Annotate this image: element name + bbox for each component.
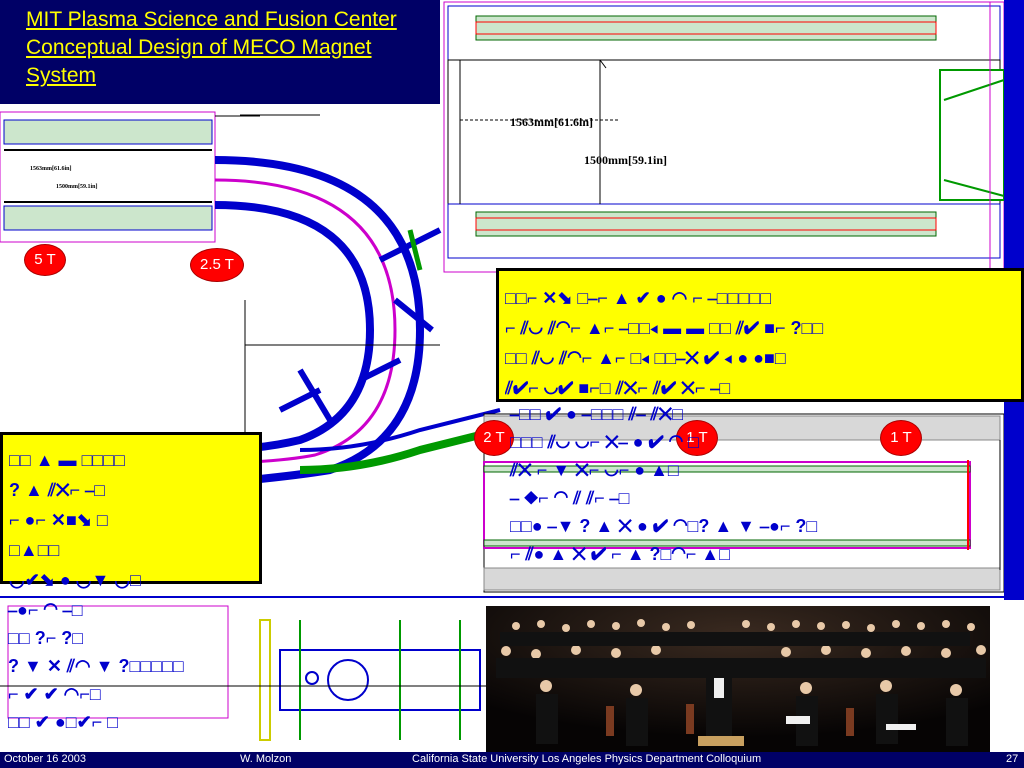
callout-line: □□ ⫽◡ ⫽◠⌐ ▲⌐ □◂ □□⎯✕ ✔ ◂ ● ●■□: [505, 348, 786, 368]
small-inner-diameter-label: 1500mm[59.1in]: [56, 184, 98, 190]
callout-line: ⌐ ⫽● ▲ ✕ ✔ ⌐ ▲ ?□◠⌐ ▲□: [510, 544, 730, 564]
callout-line: □□ ?⌐ ?□: [8, 628, 84, 648]
callout-line: ? ▼ ✕ ⫽◠ ▼ ?□□□□□: [8, 656, 184, 676]
callout-line: ? ▲ ⫽✕⌐ ⎯□: [9, 480, 105, 500]
footer-date: October 16 2003: [4, 753, 86, 765]
outer-diameter-label: 1563mm[61.6in]: [510, 115, 593, 129]
callout-line: □□● ⎯▼ ? ▲ ✕ ● ✔ ◠□? ▲ ▼ ⎯●⌐ ?□: [510, 516, 818, 536]
callout-line: □□ ✔ ●□✔⌐ □: [8, 712, 119, 732]
field-label-5t: 5 T: [24, 244, 66, 276]
field-label-1t-mid: 1 T: [676, 420, 718, 456]
footer-page-number: 27: [1006, 753, 1019, 765]
footer-venue: California State University Los Angeles …: [412, 753, 762, 765]
inner-diameter-label: 1500mm[59.1in]: [584, 153, 667, 167]
title-panel: [0, 0, 440, 104]
field-label-2t: 2 T: [474, 420, 514, 456]
slide-title: MIT Plasma Science and Fusion Center Con…: [26, 8, 397, 87]
callout-line: □□ ▲ ▬ □□□□: [9, 450, 126, 470]
field-label-2-5t: 2.5 T: [190, 248, 244, 282]
callout-line: ⌐ ⫽◡ ⫽◠⌐ ▲⌐ ⎯□□◂ ▬ ▬ □□ ⫽✔ ■⌐ ?□□: [505, 318, 824, 338]
callout-line: ⌐ ●⌐ ✕■⬊ □: [9, 510, 108, 530]
callout-line: ⫽✔⌐ ◡✔ ■⌐□ ⫽✕⌐ ⫽✔ ✕⌐ ⎯□: [505, 378, 731, 398]
callout-line: ⎯●⌐ ◠ ⎯□: [8, 600, 83, 620]
callout-box-top-right: □□⌐ ✕⬊ □⎯⌐ ▲ ✔ ● ◠ ⌐ ⎯□□□□□ ⌐ ⫽◡ ⫽◠⌐ ▲⌐ …: [496, 268, 1024, 402]
callout-line: ⎯ ◆⌐ ◠ ⫽ ⫽⌐ ⎯□: [510, 488, 630, 508]
callout-box-left: □□ ▲ ▬ □□□□ ? ▲ ⫽✕⌐ ⎯□ ⌐ ●⌐ ✕■⬊ □ □▲□□ ◡…: [0, 432, 262, 590]
orchestra-photo: [486, 606, 990, 752]
callout-line: ⫽✕ ⌐ ▼ ✕⌐ ◡⌐ ● ▲□: [510, 460, 679, 480]
callout-text-left-below: ⎯●⌐ ◠ ⎯□ □□ ?⌐ ?□ ? ▼ ✕ ⫽◠ ▼ ?□□□□□ ⌐ ✔ …: [8, 596, 278, 736]
callout-line: ⎯□□ ✔ ● ⎯□□□ ⫽⎯ ⫽✕□: [510, 404, 684, 424]
field-label-1t-end: 1 T: [880, 420, 922, 456]
orchestra-photo-image: [486, 606, 990, 752]
bottom-border-line: [0, 596, 1004, 598]
footer-author: W. Molzon: [240, 753, 292, 765]
callout-text-middle: ⎯□□ ✔ ● ⎯□□□ ⫽⎯ ⫽✕□ □□□ ⫽◡ ◡⌐ ✕⎯ ● ✔ ◠ □…: [510, 400, 990, 568]
callout-line: □□⌐ ✕⬊ □⎯⌐ ▲ ✔ ● ◠ ⌐ ⎯□□□□□: [505, 288, 772, 308]
callout-line: ⌐ ✔ ✔ ◠⌐□: [8, 684, 101, 704]
callout-line: □▲□□: [9, 540, 60, 560]
small-outer-diameter-label: 1563mm[61.6in]: [30, 166, 72, 172]
callout-line: ◡✔⬊ ● ◡▼ ◡□: [9, 570, 141, 590]
callout-line: □□□ ⫽◡ ◡⌐ ✕⎯ ● ✔ ◠ □: [510, 432, 700, 452]
footer-bar: October 16 2003 W. Molzon California Sta…: [0, 752, 1024, 768]
